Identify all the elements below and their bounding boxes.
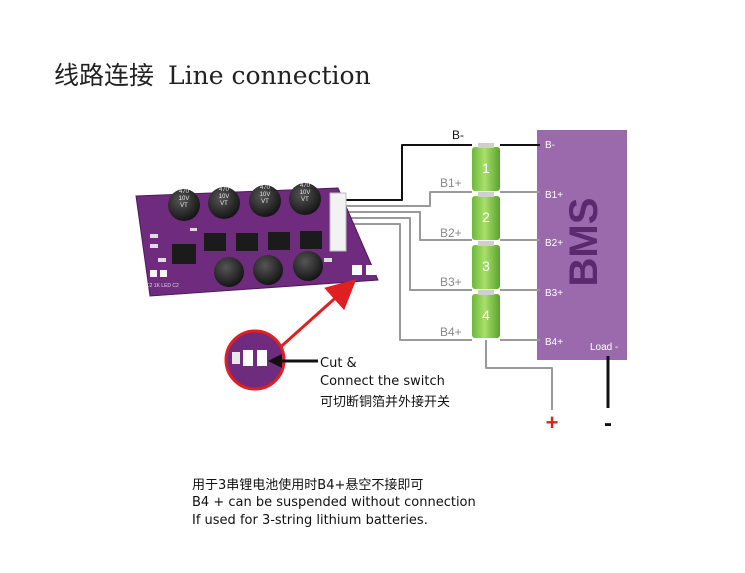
bms-pin-b-minus: B- bbox=[545, 140, 555, 151]
bms-load-label: Load - bbox=[590, 342, 618, 353]
cell-4-number: 4 bbox=[482, 307, 490, 323]
balancer-pcb: 470 10V VT 470 10V VT 470 10V VT 470 10V… bbox=[135, 183, 379, 297]
wires bbox=[340, 144, 610, 410]
svg-text:VT: VT bbox=[220, 201, 228, 207]
load-minus-terminal: - bbox=[604, 410, 612, 437]
switch-pad-left bbox=[352, 265, 362, 275]
label-b4: B4+ bbox=[440, 325, 462, 339]
svg-text:470: 470 bbox=[260, 185, 271, 191]
title-cn: 线路连接 bbox=[54, 61, 155, 90]
pack-plus-terminal: + bbox=[546, 410, 559, 435]
note-en-1: B4 + can be suspended without connection bbox=[192, 495, 476, 510]
callout-black-arrowhead bbox=[268, 354, 282, 368]
label-b-minus: B- bbox=[452, 128, 464, 142]
wire-pack-plus bbox=[485, 340, 553, 410]
page-title: 线路连接 Line connection bbox=[54, 56, 371, 92]
cell-3-number: 3 bbox=[482, 258, 490, 274]
callout-red-arrow bbox=[273, 278, 357, 354]
wire-b4-pcb bbox=[340, 223, 472, 341]
callout-text-1: Cut & bbox=[320, 356, 357, 371]
wire-labels: B- B1+ B2+ B3+ B4+ bbox=[440, 128, 464, 339]
bms-board bbox=[537, 130, 627, 360]
pcb-connector bbox=[329, 192, 347, 252]
bms-pin-b1: B1+ bbox=[545, 190, 563, 201]
svg-text:10V: 10V bbox=[219, 194, 230, 200]
svg-text:10V: 10V bbox=[179, 196, 190, 202]
bms-pins: B- B1+ B2+ B3+ B4+ Load - bbox=[545, 140, 618, 353]
bms-pin-b2: B2+ bbox=[545, 238, 563, 249]
svg-text:VT: VT bbox=[301, 197, 309, 203]
cell-1-number: 1 bbox=[482, 160, 490, 176]
wire-b3-pcb bbox=[340, 217, 472, 291]
wire-b2-pcb bbox=[340, 211, 472, 241]
battery-cells: 1 2 3 4 bbox=[472, 143, 500, 338]
label-b3: B3+ bbox=[440, 275, 462, 289]
capacitors-bottom bbox=[214, 251, 323, 287]
smd-parts bbox=[150, 228, 332, 277]
pcb-chips bbox=[172, 231, 322, 264]
bms-pin-b4: B4+ bbox=[545, 337, 563, 348]
label-b2: B2+ bbox=[440, 226, 462, 240]
label-b1: B1+ bbox=[440, 176, 462, 190]
cell-3: 3 bbox=[472, 241, 500, 289]
cell-1: 1 bbox=[472, 143, 500, 191]
cell-4: 4 bbox=[472, 290, 500, 338]
cap-silk-labels: 470 10V VT 470 10V VT 470 10V VT 470 10V… bbox=[179, 183, 311, 209]
callout-text-2: Connect the switch bbox=[320, 374, 445, 389]
svg-text:10V: 10V bbox=[260, 192, 271, 198]
svg-text:10V: 10V bbox=[300, 190, 311, 196]
switch-pad-right bbox=[366, 265, 376, 275]
svg-text:470: 470 bbox=[219, 187, 230, 193]
note-cn: 用于3串锂电池使用时B4+悬空不接即可 bbox=[192, 478, 424, 493]
cell-2: 2 bbox=[472, 192, 500, 240]
svg-text:VT: VT bbox=[261, 199, 269, 205]
svg-text:470: 470 bbox=[300, 183, 311, 189]
svg-text:VT: VT bbox=[180, 203, 188, 209]
cell-2-number: 2 bbox=[482, 209, 490, 225]
wire-b-minus-pcb bbox=[340, 144, 472, 201]
title-en: Line connection bbox=[168, 61, 371, 90]
pcb-silk-bottom: C2 1K LED C2 bbox=[146, 283, 179, 289]
bms-pin-b3: B3+ bbox=[545, 288, 563, 299]
note-en-2: If used for 3-string lithium batteries. bbox=[192, 513, 428, 528]
callout-text-3: 可切断铜箔并外接开关 bbox=[320, 395, 451, 410]
capacitors-top bbox=[168, 183, 321, 221]
bms-label: BMS bbox=[562, 198, 606, 287]
svg-text:470: 470 bbox=[179, 189, 190, 195]
wire-b1-pcb bbox=[340, 191, 472, 207]
